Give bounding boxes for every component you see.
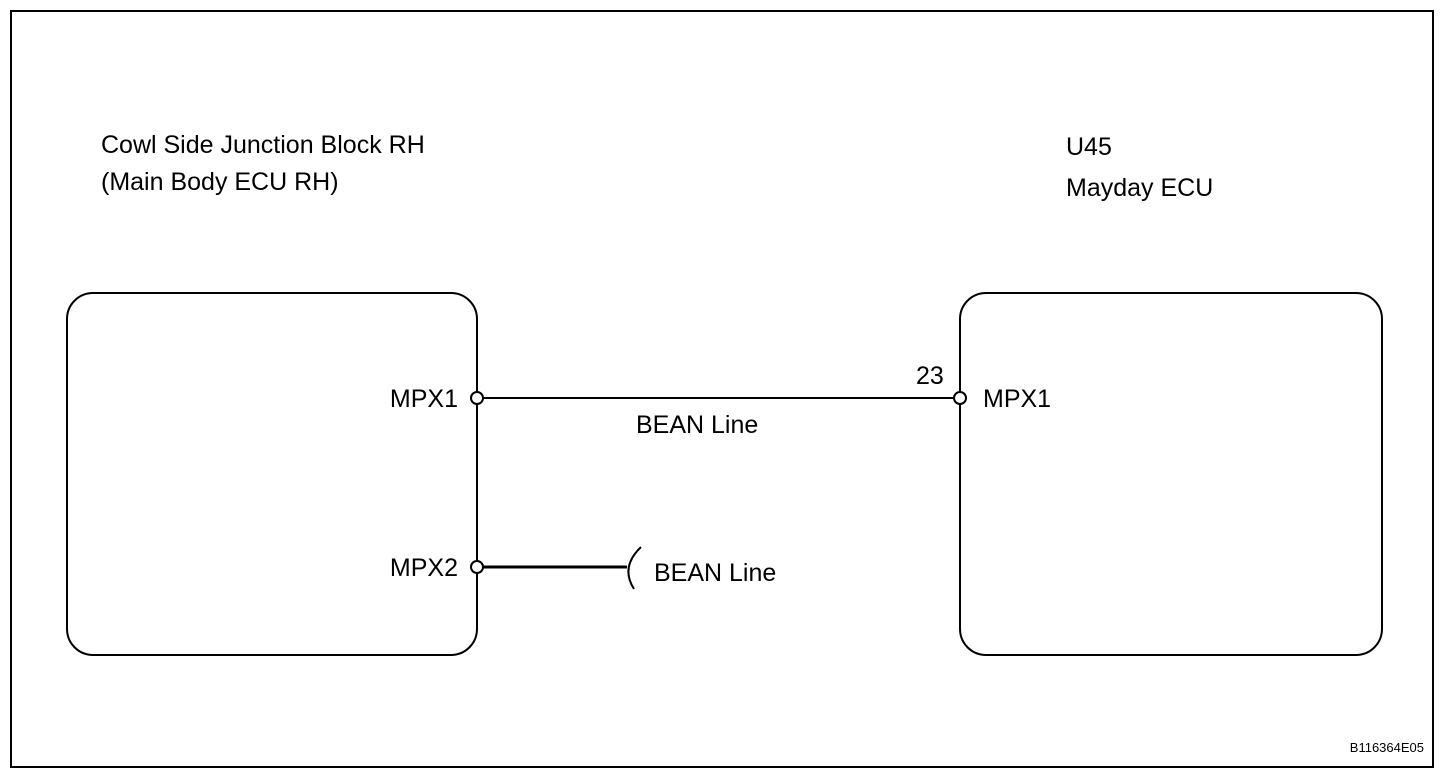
left-pin-mpx1-label: MPX1: [390, 385, 458, 413]
right-component-box: [959, 292, 1383, 656]
right-component-code: U45: [1066, 133, 1112, 161]
left-component-box: [66, 292, 478, 656]
terminal-right-mpx1: [953, 391, 967, 405]
terminal-left-mpx2: [470, 560, 484, 574]
left-component-name: Cowl Side Junction Block RH: [101, 131, 425, 159]
bean-line-branch-label: BEAN Line: [654, 559, 776, 587]
diagram-frame: [10, 10, 1434, 768]
right-component-name: Mayday ECU: [1066, 174, 1213, 202]
bean-line-main-label: BEAN Line: [636, 411, 758, 439]
wire-break-symbol: [627, 546, 642, 590]
left-pin-mpx2-label: MPX2: [390, 554, 458, 582]
left-component-subname: (Main Body ECU RH): [101, 168, 339, 196]
right-pin-mpx1-label: MPX1: [983, 385, 1051, 413]
figure-id: B116364E05: [1350, 740, 1424, 755]
right-pin-number: 23: [916, 362, 944, 390]
terminal-left-mpx1: [470, 391, 484, 405]
